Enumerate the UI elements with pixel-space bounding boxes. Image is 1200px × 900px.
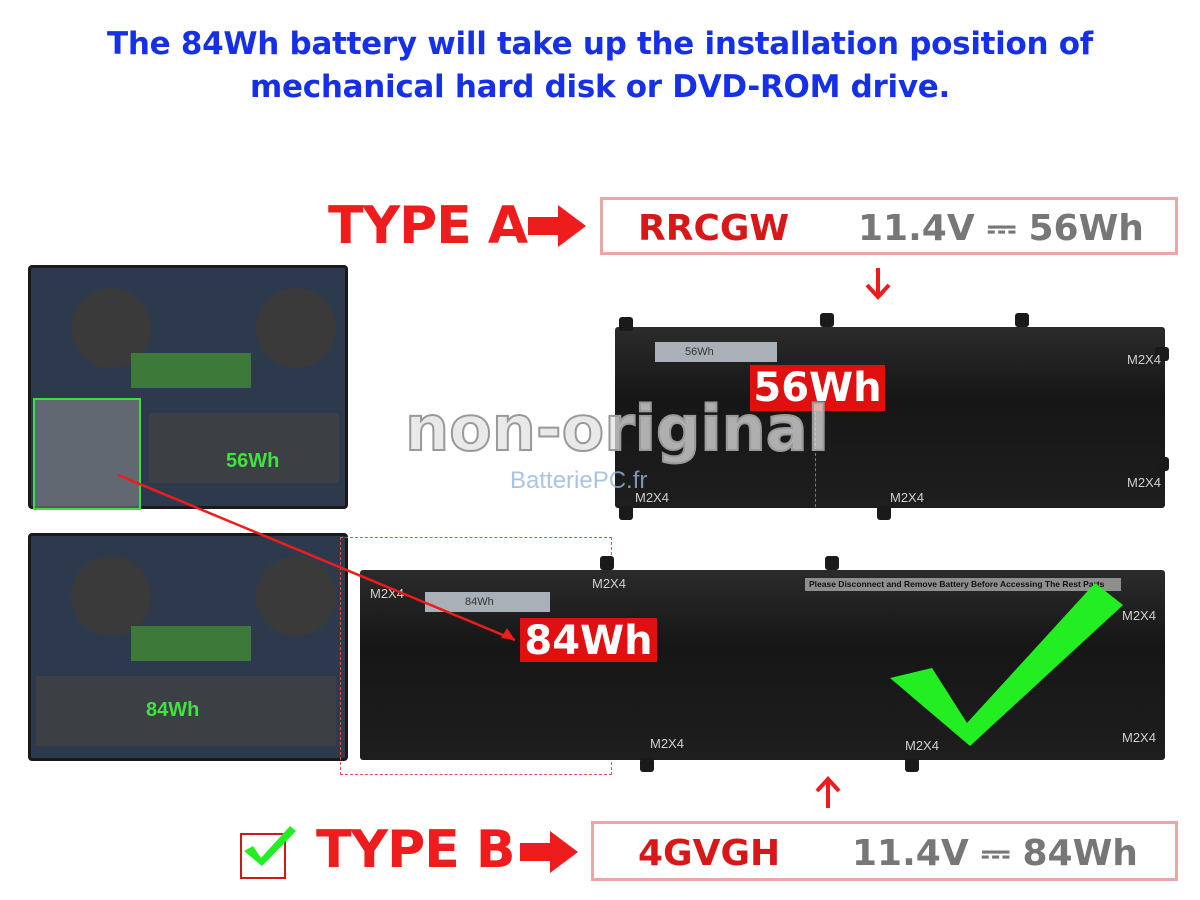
checkbox-checked-icon (240, 826, 296, 879)
screw-label: M2X4 (1122, 730, 1156, 745)
heading-line-2: mechanical hard disk or DVD-ROM drive. (250, 69, 950, 105)
hdd-bay-highlight (33, 398, 141, 510)
arrow-right-icon (520, 831, 578, 873)
type-b-code: 4GVGH (638, 833, 781, 874)
heading-line-1: The 84Wh battery will take up the instal… (107, 26, 1093, 62)
arrow-down-icon (865, 268, 891, 300)
type-b-spec-box: 4GVGH 11.4V ⎓ 84Wh (591, 821, 1178, 881)
laptop-b-battery-label: 84Wh (146, 699, 200, 721)
battery-type-a-photo: 56Wh M2X4 M2X4 M2X4 M2X4 (615, 313, 1169, 520)
battery-b-callout: 84Wh (520, 618, 657, 664)
type-a-code: RRCGW (638, 208, 790, 249)
laptop-a-battery-label: 56Wh (226, 450, 280, 472)
battery-b-warning: Please Disconnect and Remove Battery Bef… (805, 578, 1121, 591)
type-a-label: TYPE A (328, 196, 528, 256)
watermark-site: BatteriePC.fr (510, 467, 648, 494)
arrow-up-icon (815, 776, 841, 808)
type-a-spec-box: RRCGW 11.4V ⎓ 56Wh (600, 197, 1178, 255)
type-b-spec: 11.4V ⎓ 84Wh (852, 833, 1138, 874)
battery-a-sticker: 56Wh (655, 342, 777, 362)
green-checkmark-icon (890, 583, 1123, 746)
screw-label: M2X4 (650, 736, 684, 751)
arrow-right-icon (528, 205, 586, 247)
screw-label: M2X4 (905, 738, 939, 753)
laptop-type-a-photo: 56Wh (28, 265, 348, 509)
watermark: non-original (404, 391, 830, 466)
screw-label: M2X4 (1122, 608, 1156, 623)
laptop-type-b-photo: 84Wh (28, 533, 348, 761)
type-b-label: TYPE B (316, 820, 515, 880)
screw-label: M2X4 (890, 490, 924, 505)
screw-label: M2X4 (635, 490, 669, 505)
screw-label: M2X4 (370, 586, 404, 601)
screw-label: M2X4 (1127, 475, 1161, 490)
battery-b-sticker: 84Wh (425, 592, 550, 612)
screw-label: M2X4 (1127, 352, 1161, 367)
screw-label: M2X4 (592, 576, 626, 591)
battery-a-callout: 56Wh (750, 365, 885, 411)
type-a-spec: 11.4V ⎓ 56Wh (858, 208, 1144, 249)
